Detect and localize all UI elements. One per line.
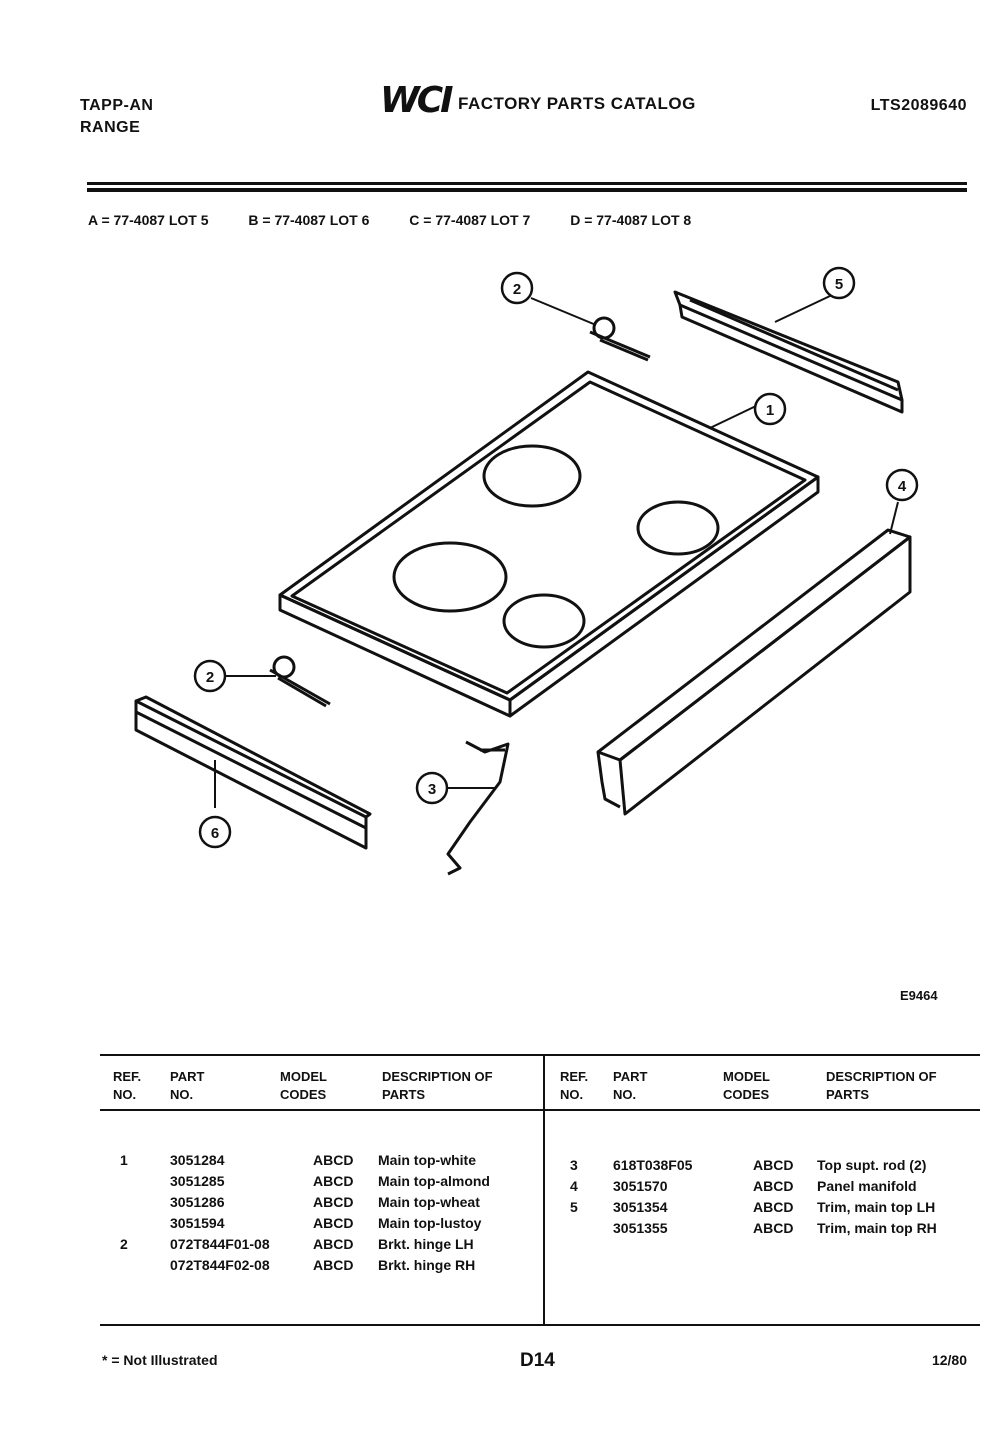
table-row-ref: 1: [120, 1152, 128, 1168]
table-row-part: 3051284: [170, 1152, 225, 1168]
exploded-parts-diagram: 2 1 5 4 2 3 6: [134, 266, 919, 876]
col-part-right: PART NO.: [613, 1069, 648, 1102]
table-row-part: 3051285: [170, 1173, 225, 1189]
header-rule-bottom: [87, 188, 967, 192]
burner-opening-back-right: [636, 500, 720, 556]
table-header-rule: [100, 1109, 980, 1111]
header-rule-top: [87, 182, 967, 185]
table-row-desc: Brkt. hinge RH: [378, 1257, 476, 1273]
callout-5: 5: [835, 276, 843, 293]
table-row-desc: Brkt. hinge LH: [378, 1236, 474, 1252]
table-row-ref: 5: [570, 1199, 578, 1215]
callout-6: 6: [211, 825, 219, 842]
table-row-part: 3051354: [613, 1199, 668, 1215]
hinge-bracket-upper: [589, 316, 651, 362]
figure-id: E9464: [900, 988, 938, 1003]
product-type-label: RANGE: [80, 119, 141, 136]
table-row-ref: 4: [570, 1178, 578, 1194]
table-row-part: 3051594: [170, 1215, 225, 1231]
col-desc-left: DESCRIPTION OF PARTS: [382, 1069, 493, 1102]
table-row-desc: Main top-almond: [378, 1173, 490, 1189]
table-row-desc: Main top-lustoy: [378, 1215, 482, 1231]
burner-opening-front-left: [392, 541, 508, 613]
table-row-codes: ABCD: [753, 1199, 794, 1215]
table-row-desc: Panel manifold: [817, 1178, 917, 1194]
table-row-codes: ABCD: [753, 1178, 794, 1194]
burner-opening-front-right: [502, 593, 586, 649]
support-rod-part: [446, 740, 510, 876]
table-row-codes: ABCD: [313, 1257, 354, 1273]
main-top-part: [278, 370, 820, 718]
table-row-part: 3051355: [613, 1220, 668, 1236]
table-row-part: 3051570: [613, 1178, 668, 1194]
table-row-codes: ABCD: [313, 1152, 354, 1168]
model-code-b: B = 77-4087 LOT 6: [248, 212, 370, 228]
table-row-part: 072T844F01-08: [170, 1236, 270, 1252]
wci-logo: WCI: [380, 80, 454, 121]
catalog-page: TAPP-AN RANGE WCI FACTORY PARTS CATALOG …: [30, 22, 985, 1407]
table-row-part: 072T844F02-08: [170, 1257, 270, 1273]
col-part-left: PART NO.: [170, 1069, 205, 1102]
callout-4: 4: [898, 478, 907, 495]
model-code-c: C = 77-4087 LOT 7: [409, 212, 531, 228]
burner-opening-back-left: [482, 444, 582, 508]
model-code-a: A = 77-4087 LOT 5: [88, 212, 209, 228]
rear-trim-part: [673, 290, 904, 414]
table-row-desc: Main top-wheat: [378, 1194, 480, 1210]
not-illustrated-note: * = Not Illustrated: [102, 1352, 218, 1368]
table-top-rule: [100, 1054, 980, 1056]
table-row-desc: Trim, main top LH: [817, 1199, 936, 1215]
col-desc-right: DESCRIPTION OF PARTS: [826, 1069, 937, 1102]
table-row-codes: ABCD: [313, 1215, 354, 1231]
model-codes-line: A = 77-4087 LOT 5 B = 77-4087 LOT 6 C = …: [88, 212, 727, 228]
panel-manifold-part: [596, 528, 912, 816]
col-codes-right: MODEL CODES: [723, 1069, 770, 1102]
hinge-bracket-lower: [269, 655, 331, 708]
callout-1: 1: [766, 402, 774, 419]
brand-label: TAPP-AN: [80, 97, 154, 114]
col-codes-left: MODEL CODES: [280, 1069, 327, 1102]
table-row-part: 3051286: [170, 1194, 225, 1210]
callout-2-lower: 2: [206, 669, 214, 686]
col-ref-right: REF. NO.: [560, 1069, 589, 1102]
catalog-title: FACTORY PARTS CATALOG: [458, 94, 696, 113]
table-row-codes: ABCD: [753, 1157, 794, 1173]
table-row-ref: 2: [120, 1236, 128, 1252]
table-divider: [543, 1054, 545, 1326]
col-ref-left: REF. NO.: [113, 1069, 142, 1102]
table-row-desc: Main top-white: [378, 1152, 476, 1168]
table-row-ref: 3: [570, 1157, 578, 1173]
callout-2-upper: 2: [513, 281, 521, 298]
table-row-codes: ABCD: [313, 1236, 354, 1252]
table-row-desc: Trim, main top RH: [817, 1220, 937, 1236]
table-row-part: 618T038F05: [613, 1157, 693, 1173]
table-row-desc: Top supt. rod (2): [817, 1157, 927, 1173]
table-row-codes: ABCD: [313, 1194, 354, 1210]
table-bottom-rule: [100, 1324, 980, 1326]
model-number: LTS2089640: [870, 97, 967, 114]
callout-3: 3: [428, 781, 436, 798]
table-row-codes: ABCD: [313, 1173, 354, 1189]
revision-date: 12/80: [931, 1352, 967, 1368]
front-trim-part: [134, 695, 372, 850]
page-number: D14: [520, 1350, 555, 1371]
model-code-d: D = 77-4087 LOT 8: [570, 212, 692, 228]
table-row-codes: ABCD: [753, 1220, 794, 1236]
